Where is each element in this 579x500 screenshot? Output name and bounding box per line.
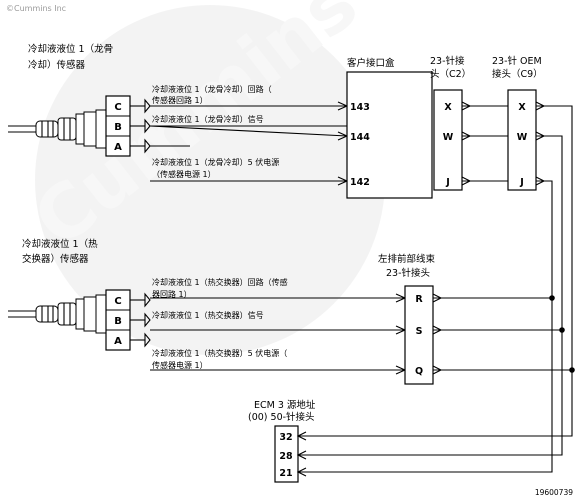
connector-c9-pin: X <box>518 102 526 113</box>
sensor2-pin: B <box>114 316 122 327</box>
c2-c9-wires <box>461 101 573 370</box>
connector-c9-pin: W <box>517 132 528 143</box>
copyright: ©Cummins Inc <box>6 4 66 13</box>
customer-box-pin: 144 <box>350 132 370 143</box>
sensor1-pin: C <box>114 102 121 113</box>
front-harness-wires <box>298 293 575 473</box>
sensor2-body <box>8 294 107 334</box>
sensor1-wires <box>130 98 349 186</box>
ecm-title-line: (00) 50-针接头 <box>248 411 315 423</box>
front-harness-title-line: 左排前部线束 <box>378 253 436 265</box>
front-harness-pin: S <box>416 326 423 337</box>
sensor2-wire3-label: 传感器电源 1） <box>152 360 208 370</box>
customer-interface-box: 143 144 142 <box>346 71 433 199</box>
front-harness-title: 左排前部线束 23-针接头 <box>378 253 436 279</box>
ecm-pin: 32 <box>279 432 292 443</box>
sensor1-title: 冷却液液位 1（龙骨 冷却）传感器 <box>28 43 113 71</box>
ecm-title: ECM 3 源地址 (00) 50-针接头 <box>248 399 316 423</box>
sensor2-connector: C B A <box>105 289 131 351</box>
sensor1-wire3-label: 冷却液液位 1（龙骨冷却）5 伏电源 <box>152 157 279 167</box>
sensor1-wire2-label: 冷却液液位 1（龙骨冷却）信号 <box>152 114 264 124</box>
sensor2-wire-labels: 冷却液液位 1（热交换器）回路（传感 器回路 1） 冷却液液位 1（热交换器）信… <box>152 277 288 370</box>
connector-c9-title: 23-针 OEM 接头（C9） <box>492 55 543 80</box>
customer-box-title: 客户接口盒 <box>347 57 395 69</box>
customer-box-pin: 143 <box>350 102 370 113</box>
sensor1-wire3-label: （传感器电源 1） <box>152 169 216 179</box>
connector-c2-pin: X <box>444 102 452 113</box>
front-harness-pin: Q <box>415 366 423 377</box>
figure-id: 19600739 <box>535 488 573 497</box>
ecm-connector: 32 28 21 <box>274 425 307 483</box>
front-harness-connector: R S Q <box>404 285 434 385</box>
sensor2-title-line: 交换器）传感器 <box>22 253 89 265</box>
connector-c9-title-line: 23-针 OEM <box>492 55 542 67</box>
sensor2-wires <box>130 292 407 375</box>
sensor2-wire1-label: 器回路 1） <box>152 289 192 299</box>
connector-c2-pin: J <box>445 177 450 188</box>
sensor1-title-line: 冷却）传感器 <box>28 59 86 71</box>
sensor1-wire1-label: 传感器回路 1） <box>152 95 208 105</box>
sensor1-wire1-label: 冷却液液位 1（龙骨冷却）回路（ <box>152 84 272 94</box>
sensor1-body <box>8 109 107 149</box>
connector-c2: X W J <box>433 89 463 191</box>
ecm-pin: 28 <box>279 451 293 462</box>
connector-c9-pin: J <box>519 177 524 188</box>
connector-c2-pin: W <box>443 132 454 143</box>
connector-c9-title-line: 接头（C9） <box>492 68 543 80</box>
sensor2-wire3-label: 冷却液液位 1（热交换器）5 伏电源（ <box>152 348 287 358</box>
sensor1-wire-labels: 冷却液液位 1（龙骨冷却）回路（ 传感器回路 1） 冷却液液位 1（龙骨冷却）信… <box>152 84 279 179</box>
sensor2-pin: A <box>114 336 122 347</box>
front-harness-pin: R <box>415 294 423 305</box>
sensor1-title-line: 冷却液液位 1（龙骨 <box>28 43 113 55</box>
connector-c2-title-line: 23-针接 <box>430 55 465 67</box>
connector-c2-title-line: 头（C2） <box>430 68 471 80</box>
sensor2-title: 冷却液液位 1（热 交换器）传感器 <box>22 238 98 265</box>
sensor1-pin: A <box>114 142 122 153</box>
connector-c2-title: 23-针接 头（C2） <box>430 55 471 80</box>
ecm-pin: 21 <box>279 468 292 479</box>
sensor2-pin: C <box>114 296 121 307</box>
front-harness-title-line: 23-针接头 <box>386 267 430 279</box>
sensor2-wire1-label: 冷却液液位 1（热交换器）回路（传感 <box>152 277 288 287</box>
customer-box-pin: 142 <box>350 177 370 188</box>
sensor1-connector: C B A <box>105 95 131 157</box>
sensor2-wire2-label: 冷却液液位 1（热交换器）信号 <box>152 310 264 320</box>
ecm-title-line: ECM 3 源地址 <box>254 399 316 411</box>
sensor1-pin: B <box>114 122 122 133</box>
sensor2-title-line: 冷却液液位 1（热 <box>22 238 98 250</box>
connector-c9: X W J <box>507 89 537 191</box>
